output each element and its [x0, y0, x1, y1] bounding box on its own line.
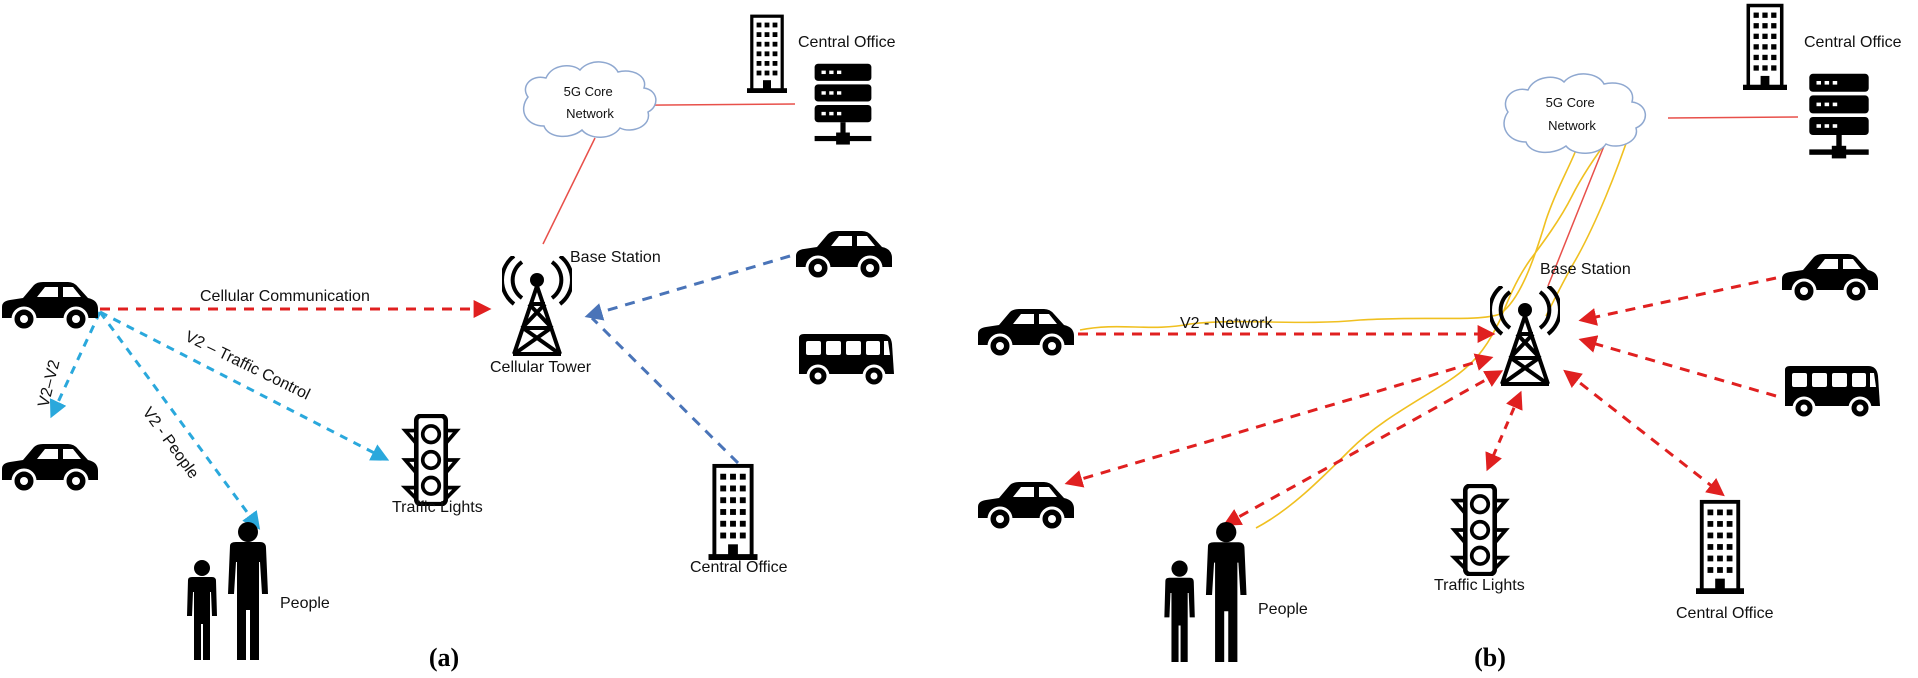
v2-network-path: [1255, 123, 1633, 529]
core-to-tower-link: [1547, 145, 1605, 287]
car-icon: [0, 442, 100, 492]
car-icon: [976, 480, 1076, 530]
office-building-icon: [745, 14, 789, 93]
panel-a: 5G Core Network Central Office Base Stat…: [0, 14, 896, 672]
bus-icon: [1783, 364, 1882, 419]
cellular-communication-label: Cellular Communication: [200, 288, 370, 305]
v2-people-label: V2 - People: [139, 404, 202, 482]
v2-traffic-arrow: [99, 310, 390, 461]
traffic-light-icon: [405, 416, 457, 504]
v2v-arrow: [49, 311, 102, 419]
people-icon: [1164, 522, 1247, 662]
core-to-tower-link: [542, 137, 596, 245]
people-label: People: [1258, 601, 1308, 618]
core-network-cloud: 5G Core Network: [1503, 73, 1646, 154]
v2-network-label: V2 - Network: [1180, 315, 1273, 332]
core-network-label: 5G Core Network: [1546, 95, 1599, 133]
office-to-tower-arrow: [590, 316, 740, 465]
server-icon: [814, 63, 872, 145]
panel-b-caption: (b): [1474, 643, 1506, 672]
base-station-label: Base Station: [1540, 261, 1631, 278]
car-icon: [1780, 252, 1880, 302]
central-office-bottom-label: Central Office: [1676, 605, 1774, 622]
cellular-tower-label: Cellular Tower: [490, 359, 592, 376]
car-icon: [976, 307, 1076, 357]
bus-icon: [797, 332, 896, 387]
cellular-tower-icon: [1490, 286, 1560, 386]
car-icon: [794, 229, 894, 279]
base-station-label: Base Station: [570, 249, 661, 266]
server-icon: [1809, 73, 1869, 159]
office-building-icon: [1696, 502, 1744, 594]
panel-a-caption: (a): [429, 643, 459, 672]
cellular-tower-icon: [502, 256, 572, 356]
office-building-icon: [708, 463, 758, 560]
people-icon: [187, 522, 268, 660]
central-office-bottom-label: Central Office: [690, 559, 788, 576]
v2-traffic-label: V2 – Traffic Control: [182, 328, 312, 403]
office-bidirectional-arrow: [1563, 369, 1725, 497]
bus-tower-arrow: [1578, 335, 1777, 398]
car-bidirectional-arrow: [1064, 353, 1494, 488]
people-bidirectional-arrow: [1222, 370, 1504, 526]
car-tower-arrow: [1578, 276, 1777, 326]
panel-b: 5G Core Network Central Office Base Stat…: [976, 3, 1902, 672]
traffic-lights-label: Traffic Lights: [1434, 577, 1525, 594]
v2-people-arrow: [98, 311, 261, 530]
office-building-icon: [1742, 3, 1788, 90]
car-icon: [0, 280, 100, 330]
central-office-top-label: Central Office: [1804, 34, 1902, 51]
traffic-light-icon: [1454, 486, 1506, 574]
v2v-label: V2–V2: [35, 358, 63, 409]
core-network-cloud: 5G Core Network: [523, 61, 657, 138]
people-label: People: [280, 595, 330, 612]
traffic-bidirectional-arrow: [1485, 390, 1523, 472]
traffic-lights-label: Traffic Lights: [392, 499, 483, 516]
core-to-office-link: [1667, 116, 1799, 119]
central-office-top-label: Central Office: [798, 34, 896, 51]
v2-network-path: [1079, 119, 1605, 331]
core-network-label: 5G Core Network: [564, 84, 617, 121]
